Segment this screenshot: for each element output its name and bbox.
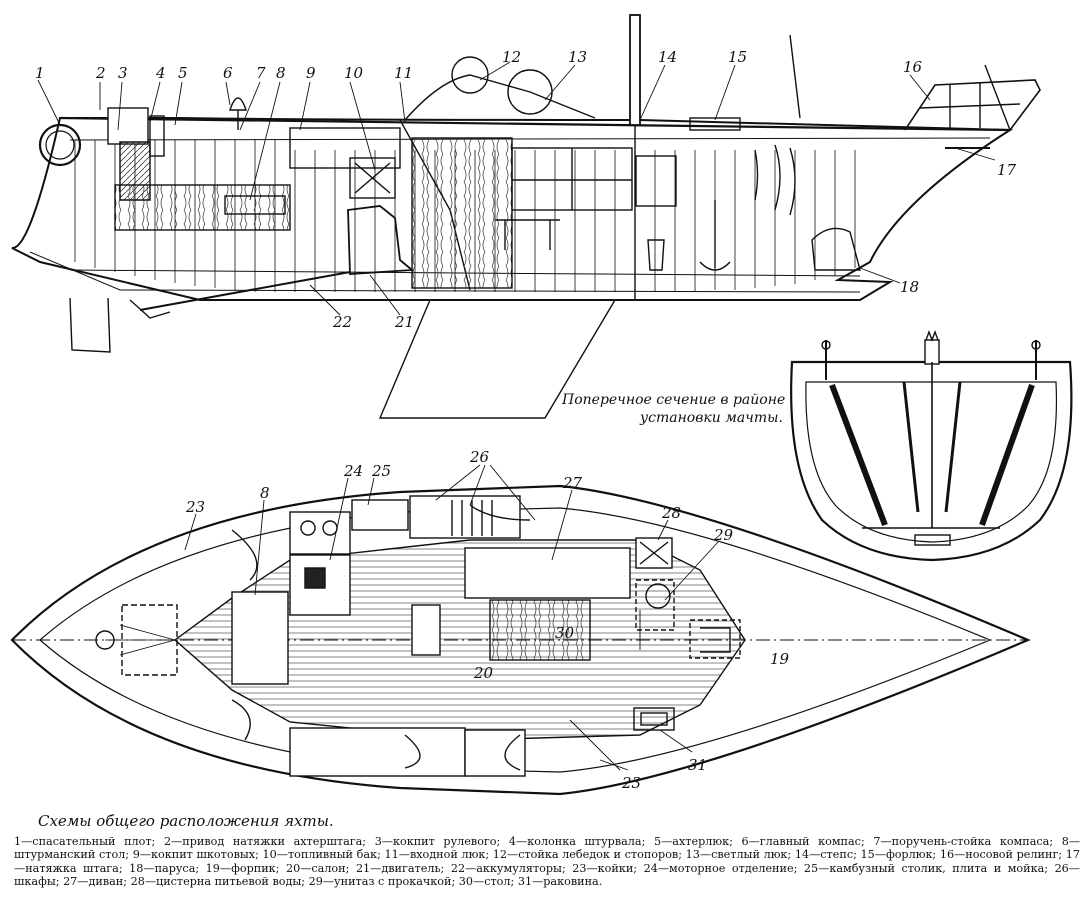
side-label-10: 10 (344, 64, 364, 82)
cross-section (790, 330, 1073, 562)
plan-label-26: 26 (469, 448, 490, 466)
side-label-6: 6 (223, 64, 233, 82)
legend-item: 14—степс; (794, 848, 861, 862)
side-label-22: 22 (332, 313, 352, 331)
side-label-18: 18 (900, 278, 919, 296)
side-label-2: 2 (95, 64, 106, 82)
legend-item: 30—стол; (458, 875, 518, 889)
side-label-12: 12 (502, 48, 521, 66)
plan-label-30: 30 (555, 624, 575, 642)
legend-item: 23—койки; (572, 861, 644, 875)
side-label-4: 4 (155, 64, 166, 82)
table-30 (489, 599, 591, 661)
cross-section-hull (790, 360, 1073, 562)
side-label-1: 1 (35, 64, 45, 82)
plan-label-19: 19 (770, 650, 790, 668)
legend-item: 22—аккумуляторы; (450, 861, 573, 875)
plan-leaders (184, 464, 719, 771)
plan-label-20: 20 (473, 664, 494, 682)
sink-icon (633, 707, 675, 731)
legend-item: 18—паруса; (129, 861, 206, 875)
side-label-21: 21 (394, 313, 414, 331)
side-label-9: 9 (306, 64, 316, 82)
bow-pulpit (904, 79, 1041, 131)
mast (629, 14, 641, 126)
plan-label-24: 24 (343, 462, 363, 480)
legend-item: 5—ахтерлюк; (653, 835, 742, 848)
plan-label-23b: 23 (621, 774, 641, 792)
side-label-17: 17 (997, 161, 1017, 179)
legend-item: 4—колонка штурвала; (508, 835, 654, 848)
figure-caption: Схемы общего расположения яхты. 1—спасат… (14, 812, 1080, 889)
side-label-8: 8 (276, 64, 286, 82)
side-label-15: 15 (728, 48, 747, 66)
legend-item: 8—штурманский стол; (14, 835, 1081, 862)
plan-label-27: 27 (562, 474, 583, 492)
legend-item: 10—топливный бак; (262, 848, 385, 862)
legend-item: 7—поручень-стойка компаса; (873, 835, 1062, 848)
legend-item: 15—форлюк; (860, 848, 940, 862)
legend-item: 6—главный компас; (741, 835, 874, 848)
rudder (69, 297, 111, 353)
legend-item: 24—моторное отделение; (643, 861, 804, 875)
plan-label-29: 29 (713, 526, 734, 544)
legend-item: 21—двигатель; (355, 861, 451, 875)
side-label-13: 13 (568, 48, 587, 66)
legend-item: 9—кокпит шкотовых; (132, 848, 263, 862)
legend-item: 29—унитаз с прокачкой; (308, 875, 459, 889)
plan-view-labels: 8 23 24 25 26 27 28 29 30 20 19 31 23 (185, 448, 790, 792)
plan-label-28: 28 (661, 504, 681, 522)
sofa-27 (464, 547, 631, 599)
legend-item: 17—натяжка штага; (14, 848, 1080, 875)
legend-item: 25—камбузный столик, плита и мойка; (803, 861, 1055, 875)
cross-section-braces (829, 383, 1035, 527)
side-label-14: 14 (658, 48, 677, 66)
legend-item: 28—цистерна питьевой воды; (130, 875, 309, 889)
legend-item: 31—раковина. (517, 875, 603, 889)
legend-item: 12—стойка лебедок и стопоров; (492, 848, 686, 862)
legend-item: 19—форпик; (205, 861, 286, 875)
legend-item: 27—диван; (63, 875, 131, 889)
plan-label-23: 23 (185, 498, 205, 516)
side-label-11: 11 (394, 64, 413, 82)
side-view (11, 14, 1041, 419)
sails-bags (811, 227, 861, 271)
cross-section-caption-2: установки мачты. (639, 410, 783, 426)
side-label-3: 3 (118, 64, 128, 82)
side-label-16: 16 (903, 58, 923, 76)
side-leaders (37, 61, 996, 316)
legend-item: 3—кокпит рулевого; (374, 835, 509, 848)
plan-label-8: 8 (260, 484, 270, 502)
engine (347, 205, 415, 275)
side-view-labels: 1 2 3 4 5 6 7 8 9 10 11 12 13 14 15 16 1… (35, 48, 1017, 331)
legend-item: 16—носовой релинг; (939, 848, 1066, 862)
plan-label-31: 31 (688, 756, 707, 774)
plan-label-25: 25 (371, 462, 391, 480)
legend-item: 11—входной люк; (384, 848, 493, 862)
caption-title: Схемы общего расположения яхты. (38, 812, 334, 830)
legend-item: 20—салон; (285, 861, 356, 875)
side-label-7: 7 (256, 64, 266, 82)
toilet-icon (645, 583, 671, 609)
legend-item: 2—привод натяжки ахтерштага; (163, 835, 375, 848)
legend: 1—спасательный плот; 2—привод натяжки ах… (14, 835, 1080, 889)
legend-item: 26—шкафы; (14, 861, 1080, 889)
legend-item: 13—светлый люк; (685, 848, 795, 862)
cross-section-caption-1: Поперечное сечение в районе (561, 392, 785, 408)
legend-item: 1—спасательный плот; (14, 835, 164, 848)
side-label-5: 5 (178, 64, 188, 82)
keel (378, 299, 616, 419)
plan-view (10, 484, 1031, 796)
hull-profile (11, 117, 1014, 301)
